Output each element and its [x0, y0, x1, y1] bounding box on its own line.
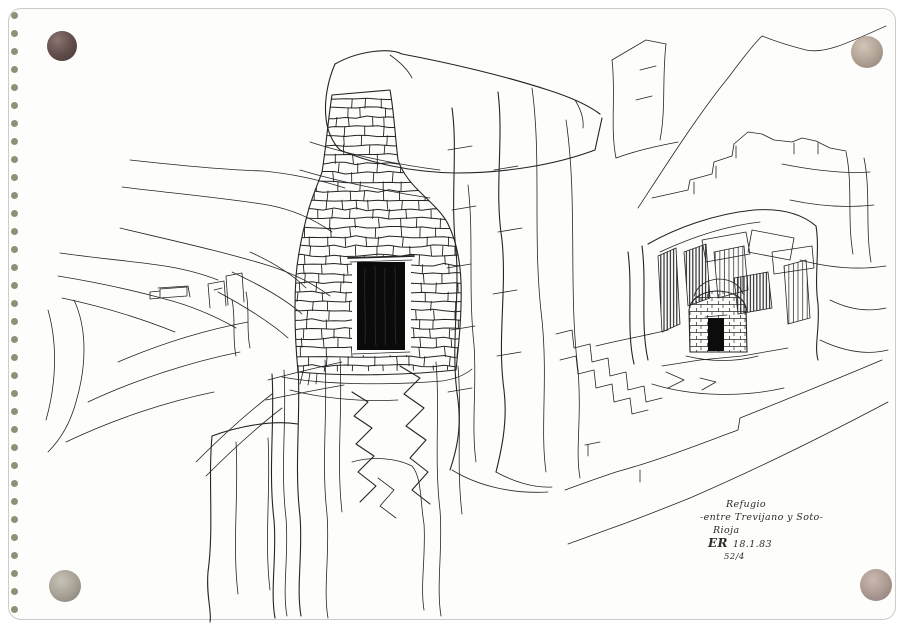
binding-hole [11, 606, 18, 613]
stepped-ledges [555, 329, 669, 415]
binding-hole [11, 156, 18, 163]
binding-hole [11, 246, 18, 253]
refuge-hut [281, 89, 473, 401]
binding-hole [11, 516, 18, 523]
bottom-right-slopes [564, 359, 889, 545]
corner-stone-bottom-left [49, 570, 81, 602]
binding-hole [11, 84, 18, 91]
top-center-slabs [611, 39, 679, 159]
ruin-hut [688, 278, 748, 353]
ruin-alcove [627, 209, 819, 395]
caption-page-ref: 52/4 [724, 552, 745, 562]
binding-hole [11, 192, 18, 199]
binding-hole [11, 120, 18, 127]
binding-hole [11, 48, 18, 55]
artist-monogram: ER [708, 536, 728, 550]
binding-hole [11, 444, 18, 451]
binding-hole [11, 552, 18, 559]
binding-hole [11, 264, 18, 271]
binding-hole [11, 300, 18, 307]
doorway-lintel [347, 255, 415, 259]
binding-hole [11, 228, 18, 235]
binding-hole [11, 480, 18, 487]
caption-date: 18.1.83 [732, 539, 772, 550]
handwritten-caption: Refugio -entre Trevijano y Soto- Rioja E… [700, 498, 885, 564]
caption-subtitle: -entre Trevijano y Soto- [700, 512, 824, 523]
binding-hole [11, 210, 18, 217]
corner-stone-top-right [851, 36, 883, 68]
corner-stone-top-left [47, 31, 77, 61]
binding-hole [11, 174, 18, 181]
binding-hole [11, 12, 18, 19]
binding-hole [11, 30, 18, 37]
caption-signature-line: ER 18.1.83 [708, 537, 885, 551]
caption-title: Refugio [726, 499, 767, 510]
binding-hole [11, 354, 18, 361]
binding-hole [11, 336, 18, 343]
corner-stone-bottom-right [860, 569, 892, 601]
hut-doorway [357, 262, 405, 350]
binding-hole [11, 462, 18, 469]
rock-pillars [207, 357, 463, 623]
caption-region: Rioja [713, 525, 740, 536]
hills-left [119, 159, 346, 339]
binding-hole [11, 534, 18, 541]
boulder-above-hut [299, 50, 603, 199]
binding-hole [11, 408, 18, 415]
binding-hole [11, 372, 18, 379]
left-promontory [45, 252, 283, 477]
mountain-right [637, 25, 889, 353]
binding-hole [11, 138, 18, 145]
ruin-doorway [708, 318, 724, 351]
central-cliff-wall [446, 87, 581, 493]
binding-hole [11, 570, 18, 577]
binding-hole [11, 318, 18, 325]
binding-hole [11, 426, 18, 433]
binding-hole [11, 282, 18, 289]
binding-hole [11, 588, 18, 595]
binding-hole [11, 498, 18, 505]
binding-hole [11, 390, 18, 397]
binding-holes [11, 12, 19, 613]
binding-hole [11, 102, 18, 109]
binding-hole [11, 66, 18, 73]
distant-building [149, 285, 191, 300]
